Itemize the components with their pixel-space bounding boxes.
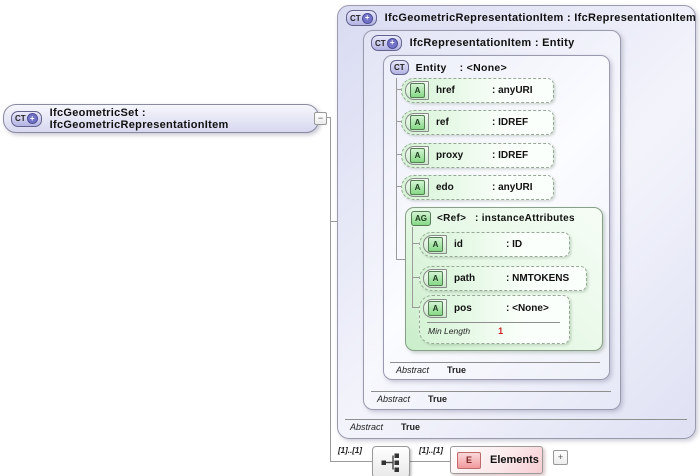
attribute-tag: A	[405, 146, 429, 165]
abstract-label: Abstract	[350, 422, 384, 432]
complextype-icon-label: CT	[394, 63, 405, 72]
entity-type: : <None>	[459, 61, 507, 74]
attribute-type: : IDREF	[492, 150, 529, 161]
abstract-separator	[345, 419, 687, 420]
connector-line	[330, 117, 331, 462]
attribute-name: edo	[436, 182, 454, 193]
complextype-icon: CT+	[11, 110, 42, 127]
attribute-tree-line	[396, 89, 401, 90]
attribute-icon: A	[428, 300, 443, 316]
complextype-icon-label: CT	[15, 114, 26, 123]
facet-separator	[427, 322, 560, 323]
attribute-box-path[interactable]: A path : NMTOKENS	[419, 266, 587, 291]
derived-plus-icon: +	[361, 12, 373, 24]
connector-line	[408, 461, 450, 462]
root-element-label: IfcGeometricSet : IfcGeometricRepresenta…	[49, 106, 229, 131]
outer-box-header: CT+ IfcGeometricRepresentationItem : Ifc…	[346, 10, 696, 26]
derived-plus-icon: +	[26, 113, 38, 124]
derived-plus-icon: +	[386, 37, 398, 49]
elements-label: Elements	[490, 454, 539, 466]
attribute-box-edo[interactable]: A edo : anyURI	[401, 175, 554, 200]
middle-box-title: IfcRepresentationItem : Entity	[409, 37, 575, 49]
abstract-separator	[371, 391, 611, 392]
attribute-tree-line	[396, 259, 405, 260]
attribute-name: proxy	[436, 150, 464, 161]
abstract-value: True	[428, 394, 448, 404]
expand-button[interactable]: +	[553, 450, 568, 465]
cardinality-label: [1]..[1]	[338, 446, 362, 455]
attribute-name: href	[436, 85, 455, 96]
attribute-name: path	[454, 273, 476, 284]
facet-value: 1	[498, 326, 504, 336]
attribute-tree-line	[396, 121, 401, 122]
attribute-tree-line	[412, 243, 419, 244]
attribute-tree-line	[412, 277, 419, 278]
entity-abstract-row: Abstract True	[396, 365, 466, 375]
attribute-group-header: AG <Ref> : instanceAttributes	[411, 211, 575, 226]
complextype-icon: CT+	[346, 10, 377, 26]
connector-line	[330, 221, 337, 222]
attribute-name: pos	[454, 302, 472, 314]
middle-abstract-row: Abstract True	[377, 394, 447, 404]
attribute-type: : ID	[506, 239, 523, 250]
attribute-tag: A	[423, 269, 447, 288]
attribute-tag: A	[405, 113, 429, 132]
attribute-type: : <None>	[506, 302, 549, 314]
attribute-icon: A	[410, 180, 425, 195]
facet-row: Min Length 1	[428, 326, 503, 336]
attribute-box-ref[interactable]: A ref : IDREF	[401, 110, 554, 135]
attribute-group-icon: AG	[411, 211, 431, 226]
outer-abstract-row: Abstract True	[350, 422, 420, 432]
attribute-box-proxy[interactable]: A proxy : IDREF	[401, 143, 554, 168]
entity-name: Entity	[415, 61, 447, 74]
abstract-value: True	[401, 422, 421, 432]
attribute-icon: A	[428, 237, 443, 252]
attribute-tree-line	[412, 227, 413, 308]
attribute-tree-line	[396, 154, 401, 155]
connector-line	[330, 461, 372, 462]
attribute-box-href[interactable]: A href : anyURI	[401, 78, 554, 103]
complextype-icon: CT	[390, 60, 409, 75]
attribute-type: : anyURI	[492, 182, 533, 193]
complextype-icon-label: CT	[350, 13, 361, 23]
attribute-icon: A	[428, 271, 443, 286]
root-element-box[interactable]: CT+ IfcGeometricSet : IfcGeometricRepres…	[3, 104, 319, 133]
facet-label: Min Length	[428, 326, 471, 336]
element-icon: E	[457, 451, 481, 469]
attribute-tag: A	[423, 235, 447, 254]
attribute-type: : anyURI	[492, 85, 533, 96]
elements-box[interactable]: E Elements	[450, 446, 543, 474]
complextype-icon-label: CT	[375, 38, 386, 48]
attribute-type: : NMTOKENS	[506, 273, 570, 284]
attribute-tree-line	[396, 78, 397, 260]
entity-box-header: CT Entity : <None>	[390, 60, 507, 75]
attribute-group-type: : instanceAttributes	[475, 213, 575, 224]
attribute-group-name: <Ref>	[437, 213, 467, 224]
abstract-label: Abstract	[396, 365, 430, 375]
abstract-label: Abstract	[377, 394, 411, 404]
outer-box-title: IfcGeometricRepresentationItem : IfcRepr…	[384, 12, 697, 24]
complextype-icon: CT+	[371, 35, 402, 51]
sequence-compositor-box[interactable]	[372, 446, 410, 476]
attribute-tree-line	[396, 186, 401, 187]
connector-line	[324, 117, 331, 118]
attribute-type: : IDREF	[492, 117, 529, 128]
abstract-value: True	[447, 365, 467, 375]
attribute-tag: A	[405, 178, 429, 197]
attribute-name: id	[454, 239, 463, 250]
attribute-icon: A	[410, 148, 425, 163]
cardinality-label: [1]..[1]	[419, 446, 443, 455]
attribute-box-id[interactable]: A id : ID	[419, 232, 570, 257]
collapse-button[interactable]: −	[314, 112, 327, 125]
attribute-box-pos[interactable]: A pos : <None>	[419, 295, 570, 344]
abstract-separator	[390, 362, 600, 363]
attribute-tree-line	[412, 307, 419, 308]
attribute-tag: A	[423, 298, 447, 318]
attribute-icon: A	[410, 83, 425, 98]
sequence-compositor-icon	[381, 453, 399, 472]
middle-box-header: CT+ IfcRepresentationItem : Entity	[371, 35, 575, 51]
attribute-name: ref	[436, 117, 449, 128]
attribute-tag: A	[405, 81, 429, 100]
attribute-icon: A	[410, 115, 425, 130]
